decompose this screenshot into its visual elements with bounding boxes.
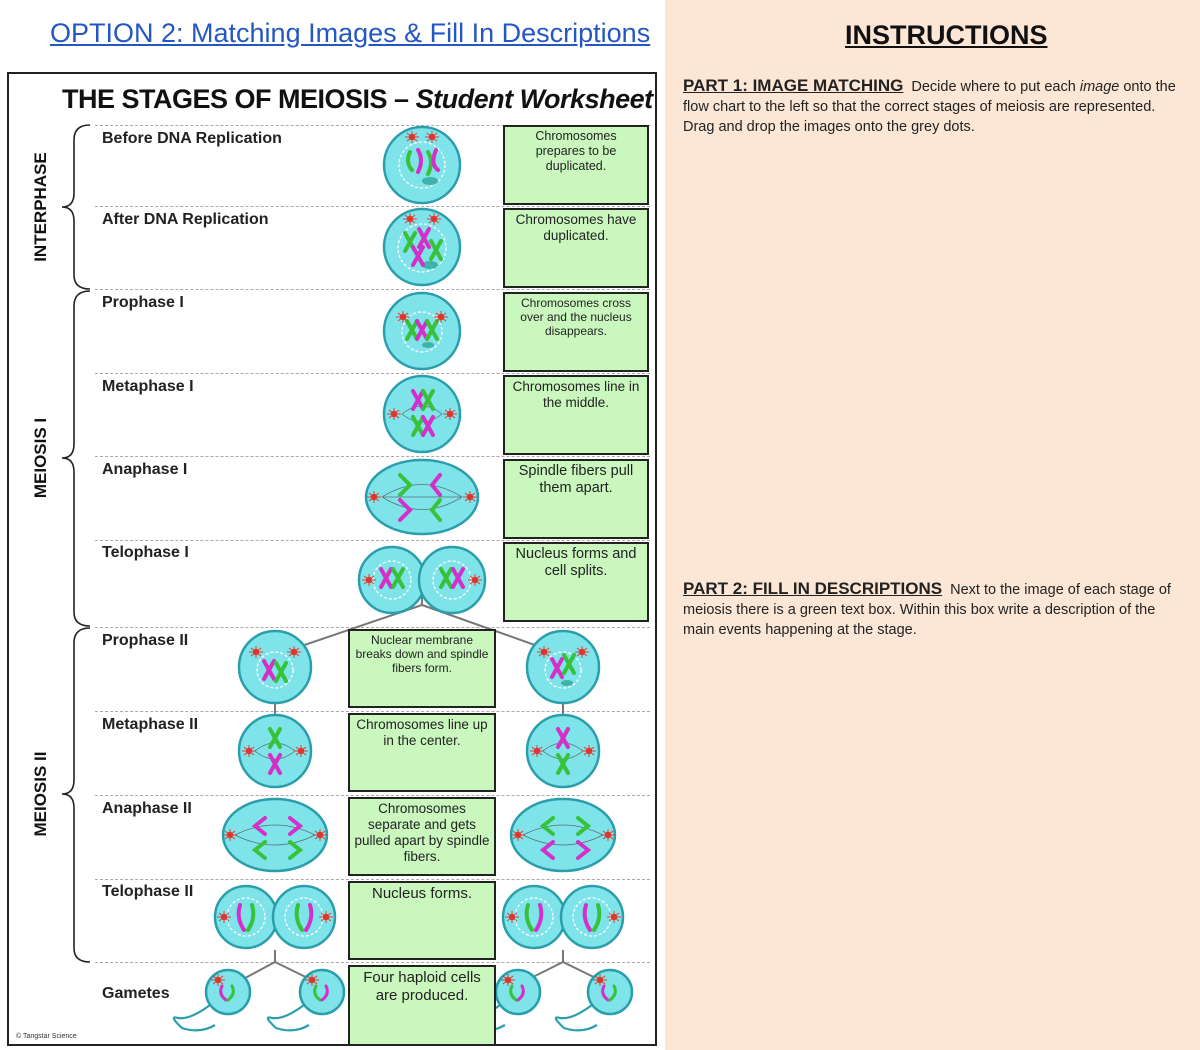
row-divider [95, 373, 650, 374]
description-box[interactable]: Chromosomes separate and gets pulled apa… [348, 797, 496, 876]
part1-text-em: image [1079, 79, 1120, 95]
row-divider [95, 962, 650, 963]
stage-label: Before DNA Replication [102, 130, 282, 147]
description-box[interactable]: Chromosomes have duplicated. [503, 208, 649, 288]
description-box[interactable]: Spindle fibers pull them apart. [503, 459, 649, 539]
part2-text: Next to the image of each stage of meios… [683, 582, 1171, 639]
part1-heading: PART 1: IMAGE MATCHING [683, 76, 904, 95]
stage-label: After DNA Replication [102, 211, 269, 228]
row-divider [95, 125, 650, 126]
instructions-panel [665, 0, 1200, 1050]
description-box[interactable]: Nucleus forms. [348, 881, 496, 960]
description-box[interactable]: Chromosomes line in the middle. [503, 375, 649, 455]
description-box[interactable]: Chromosomes prepares to be duplicated. [503, 125, 649, 205]
worksheet-frame [7, 72, 657, 1046]
row-divider [95, 206, 650, 207]
meiosis-diagram [172, 125, 634, 1032]
part1-text-b: onto the flow chart to the left so that … [683, 79, 1176, 136]
stage-label: Telophase II [102, 883, 194, 900]
description-box[interactable]: Nuclear membrane breaks down and spindle… [348, 629, 496, 708]
description-box[interactable]: Nucleus forms and cell splits. [503, 542, 649, 622]
stage-label: Metaphase I [102, 378, 194, 395]
stage-label: Metaphase II [102, 716, 199, 733]
stage-label: Gametes [102, 985, 170, 1002]
row-divider [95, 540, 650, 541]
row-divider [95, 795, 650, 796]
option-title: OPTION 2: Matching Images & Fill In Desc… [50, 18, 651, 48]
stage-label: Anaphase I [102, 461, 188, 478]
worksheet-title-main: THE STAGES OF MEIOSIS [62, 84, 388, 114]
part1-instructions: PART 1: IMAGE MATCHING Decide where to pu… [683, 74, 1188, 137]
stage-label: Telophase I [102, 544, 189, 561]
row-divider [95, 879, 650, 880]
row-divider [95, 289, 650, 290]
copyright: © Tangstar Science [16, 1033, 77, 1040]
stage-label: Prophase II [102, 632, 189, 649]
part1-text-a: Decide where to put each [911, 79, 1080, 95]
row-divider [95, 456, 650, 457]
worksheet-title-dash: – [387, 84, 416, 114]
instructions-title: INSTRUCTIONS [845, 20, 1048, 50]
row-divider [95, 627, 650, 628]
stage-label: Prophase I [102, 294, 184, 311]
stage-label: Anaphase II [102, 800, 192, 817]
description-box[interactable]: Four haploid cells are produced. [348, 965, 496, 1046]
worksheet-title-sub: Student Worksheet [415, 84, 654, 114]
description-box[interactable]: Chromosomes line up in the center. [348, 713, 496, 792]
worksheet-title: THE STAGES OF MEIOSIS – Student Workshee… [62, 84, 653, 115]
worksheet-panel: OPTION 2: Matching Images & Fill In Desc… [7, 18, 657, 1046]
phase-braces [61, 124, 91, 963]
row-divider [95, 711, 650, 712]
description-box[interactable]: Chromosomes cross over and the nucleus d… [503, 292, 649, 372]
part2-heading: PART 2: FILL IN DESCRIPTIONS [683, 579, 943, 598]
